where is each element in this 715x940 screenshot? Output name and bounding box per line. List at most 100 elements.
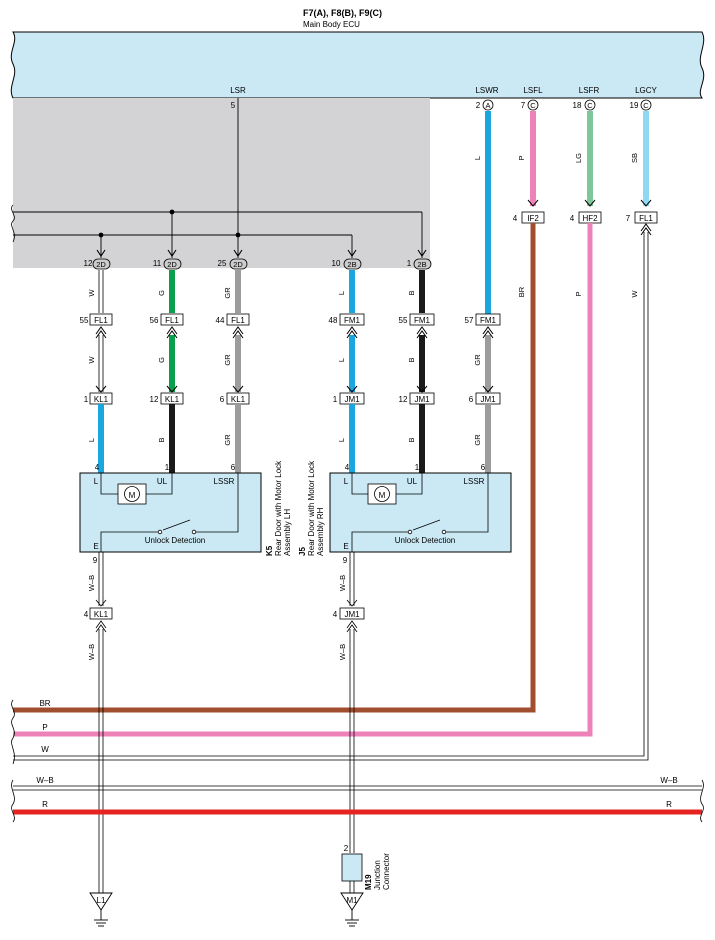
term-lsfr: LSFR (579, 86, 600, 95)
svg-text:J5: J5 (298, 547, 307, 556)
svg-text:Rear Door with Motor Lock: Rear Door with Motor Lock (274, 460, 283, 556)
svg-text:56: 56 (150, 316, 159, 325)
svg-text:FM1: FM1 (344, 316, 361, 325)
svg-text:L: L (337, 291, 346, 295)
svg-text:HF2: HF2 (582, 214, 598, 223)
svg-text:KL1: KL1 (94, 610, 109, 619)
bus-p-label: P (42, 723, 47, 732)
svg-text:2D: 2D (167, 260, 177, 269)
svg-text:Unlock Detection: Unlock Detection (395, 536, 455, 545)
svg-text:P: P (517, 155, 526, 160)
bus-wb-right: W–B (660, 776, 677, 785)
bus-br-label: BR (39, 699, 50, 708)
svg-text:Assembly RH: Assembly RH (316, 507, 325, 556)
svg-text:BR: BR (517, 286, 526, 297)
ecu-box (10, 31, 705, 99)
svg-text:B: B (407, 290, 416, 295)
svg-text:Rear Door with Motor Lock: Rear Door with Motor Lock (307, 460, 316, 556)
svg-text:FL1: FL1 (639, 214, 653, 223)
svg-text:L: L (473, 156, 482, 160)
conn-c3: C (643, 101, 649, 110)
svg-text:FM1: FM1 (480, 316, 497, 325)
svg-text:1: 1 (407, 259, 412, 268)
svg-text:KL1: KL1 (165, 395, 180, 404)
svg-text:K5: K5 (265, 545, 274, 556)
svg-text:12: 12 (150, 395, 159, 404)
svg-text:12: 12 (399, 395, 408, 404)
svg-text:4: 4 (513, 214, 518, 223)
svg-text:FL1: FL1 (165, 316, 179, 325)
conn-c2: C (587, 101, 593, 110)
svg-text:7: 7 (626, 214, 631, 223)
svg-text:2D: 2D (96, 260, 106, 269)
svg-text:M: M (379, 491, 386, 500)
svg-text:P: P (574, 291, 583, 296)
svg-text:4: 4 (333, 610, 338, 619)
svg-text:1: 1 (333, 395, 338, 404)
bus-r-left: R (42, 800, 48, 809)
svg-text:UL: UL (407, 477, 418, 486)
term-lgcy: LGCY (635, 86, 657, 95)
svg-text:W–B: W–B (338, 644, 347, 660)
svg-text:Assembly LH: Assembly LH (283, 509, 292, 556)
svg-text:1: 1 (165, 463, 170, 472)
svg-text:W–B: W–B (87, 644, 96, 660)
svg-text:KL1: KL1 (231, 395, 246, 404)
lock-assembly-rh: 4 1 6 L UL LSSR E M Unlock Detection J5 … (298, 460, 512, 556)
svg-text:FM1: FM1 (414, 316, 431, 325)
svg-text:E: E (93, 542, 98, 551)
connector-row-2: 12 2D 11 2D 25 2D 10 2B 1 2B (84, 258, 432, 270)
svg-text:Connector: Connector (382, 853, 391, 890)
connector-row-fl1-fm1: 55 FL1 56 FL1 44 FL1 48 FM1 55 FM1 57 FM… (80, 313, 501, 326)
svg-text:6: 6 (469, 395, 474, 404)
conn-a: A (485, 101, 490, 110)
svg-text:G: G (157, 290, 166, 296)
ecu-code: F7(A), F8(B), F9(C) (303, 8, 382, 18)
svg-text:G: G (157, 357, 166, 363)
term-lsfl: LSFL (523, 86, 543, 95)
svg-text:W–B: W–B (87, 575, 96, 591)
svg-text:GR: GR (473, 354, 482, 366)
lock-assembly-lh: 4 1 6 L UL LSSR E M Unlock Detection K5 … (79, 460, 292, 556)
svg-text:57: 57 (465, 316, 474, 325)
svg-text:6: 6 (220, 395, 225, 404)
svg-text:IF2: IF2 (527, 214, 539, 223)
svg-text:B: B (157, 437, 166, 442)
svg-text:W: W (87, 289, 96, 297)
svg-text:KL1: KL1 (94, 395, 109, 404)
svg-text:M: M (129, 491, 136, 500)
ground-m1: M1 (340, 892, 364, 927)
svg-text:12: 12 (84, 259, 93, 268)
lsr-distribution (13, 98, 423, 258)
term-lsr: LSR (230, 86, 246, 95)
svg-text:E: E (343, 542, 348, 551)
svg-text:B: B (407, 437, 416, 442)
ground-connectors: 4 KL1 4 JM1 (84, 607, 365, 620)
svg-text:1: 1 (84, 395, 89, 404)
svg-text:SB: SB (630, 153, 639, 163)
svg-text:11: 11 (153, 259, 162, 268)
svg-text:Junction: Junction (373, 860, 382, 890)
svg-text:55: 55 (80, 316, 89, 325)
svg-text:55: 55 (399, 316, 408, 325)
svg-text:4: 4 (95, 463, 100, 472)
svg-text:L: L (337, 438, 346, 442)
svg-text:UL: UL (157, 477, 168, 486)
svg-text:FL1: FL1 (94, 316, 108, 325)
svg-text:GR: GR (473, 434, 482, 446)
svg-text:4: 4 (345, 463, 350, 472)
svg-text:Unlock Detection: Unlock Detection (145, 536, 205, 545)
term-lswr: LSWR (475, 86, 498, 95)
svg-text:L: L (337, 358, 346, 362)
pin-lsfr: 18 (573, 101, 582, 110)
ground-l1: L1 (89, 892, 113, 927)
svg-text:9: 9 (93, 556, 98, 565)
svg-text:4: 4 (84, 610, 89, 619)
connector-row-kl1-jm1: 1 KL1 12 KL1 6 KL1 1 JM1 12 JM1 6 JM1 (84, 392, 501, 405)
svg-text:L1: L1 (97, 896, 106, 905)
pin-lswr: 2 (476, 101, 481, 110)
svg-text:L: L (87, 438, 96, 442)
svg-text:6: 6 (481, 463, 486, 472)
svg-text:48: 48 (329, 316, 338, 325)
svg-text:W: W (630, 290, 639, 298)
